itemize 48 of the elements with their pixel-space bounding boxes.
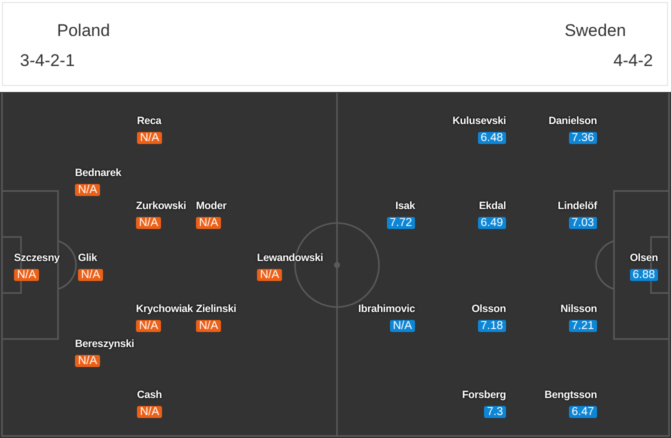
rating-badge: 6.49 <box>478 217 506 229</box>
player-name: Ekdal <box>478 200 506 212</box>
player-name: Krychowiak <box>136 303 193 315</box>
rating-badge: N/A <box>14 269 40 281</box>
player-name: Lindelöf <box>558 200 597 212</box>
rating-badge: 7.3 <box>484 406 506 418</box>
player-name: Zielinski <box>196 303 236 315</box>
rating-badge: 6.48 <box>478 132 506 144</box>
rating-badge: N/A <box>137 132 162 144</box>
player-name: Danielson <box>548 115 597 127</box>
player-name: Szczesny <box>14 252 60 264</box>
rating-badge: 6.47 <box>568 406 597 418</box>
player-name: Bengtsson <box>544 389 597 401</box>
player-name: Kulusevski <box>452 115 506 127</box>
rating-badge: 7.03 <box>568 217 597 229</box>
player-name: Nilsson <box>560 303 597 315</box>
player-name: Ibrahimovic <box>358 303 415 315</box>
team-name: Poland <box>57 21 110 41</box>
player-name: Reca <box>137 115 162 127</box>
player-name: Lewandowski <box>257 252 324 264</box>
player-name: Zurkowski <box>136 200 186 212</box>
player-name: Bednarek <box>75 167 122 179</box>
rating-badge: N/A <box>390 320 415 332</box>
player-name: Moder <box>196 200 227 212</box>
rating-badge: N/A <box>196 320 222 332</box>
player-name: Bereszynski <box>75 338 134 350</box>
player-name: Olsson <box>472 303 506 315</box>
rating-badge: N/A <box>136 217 162 229</box>
rating-badge: N/A <box>196 217 222 229</box>
rating-badge: 6.88 <box>630 269 658 281</box>
rating-badge: 7.36 <box>568 132 597 144</box>
player-name: Olsen <box>630 252 658 264</box>
rating-badge: N/A <box>137 406 162 418</box>
rating-badge: N/A <box>78 269 104 281</box>
rating-badge: N/A <box>75 355 100 367</box>
player-name: Forsberg <box>462 389 506 401</box>
rating-badge: N/A <box>75 184 100 196</box>
player-name: Isak <box>394 200 415 212</box>
rating-badge: 7.18 <box>478 320 506 332</box>
rating-badge: N/A <box>257 269 282 281</box>
team-name: Sweden <box>564 21 626 41</box>
rating-badge: 7.72 <box>386 217 415 229</box>
formation-label: 4-4-2 <box>613 51 653 71</box>
rating-badge: N/A <box>136 320 162 332</box>
rating-badge: 7.21 <box>568 320 597 332</box>
formation-label: 3-4-2-1 <box>20 51 75 71</box>
player-name: Glik <box>78 252 98 264</box>
player-name: Cash <box>137 389 162 401</box>
